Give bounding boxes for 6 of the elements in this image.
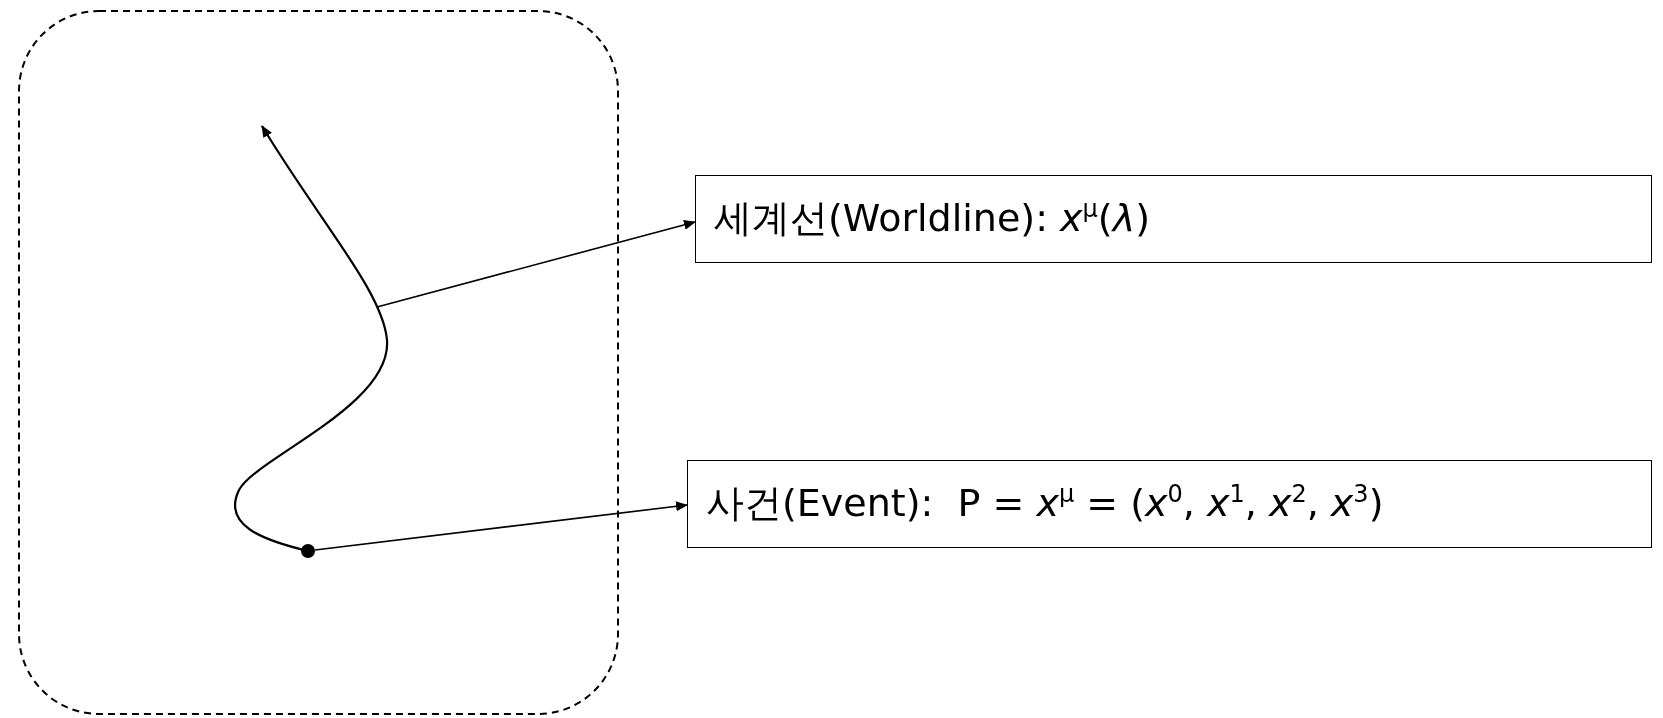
worldline-curve xyxy=(234,125,389,553)
leader-arrow xyxy=(376,220,696,308)
event-dot xyxy=(301,544,315,558)
worldline-label-box: 세계선(Worldline): x$^{μ}$(λ) xyxy=(695,175,1652,263)
event-label-box: 사건(Event): P = x$^{μ}$ = (x$^{0}$, x$^{1}$, x$^{2}$, x$^{3}$) xyxy=(687,460,1652,548)
leader-arrow xyxy=(314,501,688,551)
